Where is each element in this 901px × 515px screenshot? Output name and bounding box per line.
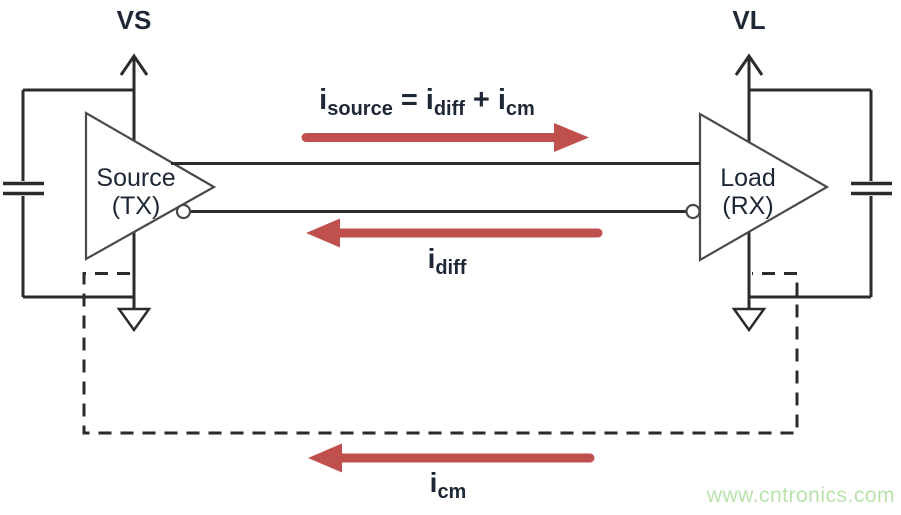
eq-equals-sign: = [400, 84, 418, 116]
source-block-label-line1: Source [96, 164, 176, 192]
icm-label: icm [348, 467, 548, 503]
source-ground-icon [116, 307, 152, 333]
eq-sub-cm: cm [505, 98, 535, 120]
vs-label: VS [116, 5, 152, 35]
source-block-label-line2: (TX) [111, 192, 161, 220]
load-block-label-line1: Load [720, 164, 776, 192]
source-block-label: Source (TX) [84, 164, 188, 220]
load-triangle [698, 112, 830, 262]
isource-equation-label: isource=idiff+icm [227, 84, 627, 120]
icm-label-sub: cm [437, 481, 467, 503]
vs-arrow-icon [119, 53, 149, 76]
idiff-label-sub: diff [435, 257, 467, 279]
eq-base-isource: i [319, 84, 328, 116]
load-block-label-line2: (RX) [722, 192, 774, 220]
idiff-arrow-head-icon [306, 218, 340, 248]
eq-base-idiff: i [425, 84, 434, 116]
idiff-label-base: i [427, 243, 436, 274]
eq-sub-source: source [327, 98, 393, 120]
eq-base-icm: i [497, 84, 506, 116]
load-block-label: Load (RX) [696, 164, 800, 220]
common-mode-dashed-path [82, 272, 799, 435]
load-ground-icon [731, 307, 767, 333]
watermark: www.cntronics.com [706, 484, 895, 507]
isource-arrow-head-icon [554, 123, 589, 152]
source-triangle [84, 111, 217, 261]
icm-arrow-head-icon [308, 443, 342, 473]
vl-arrow-icon [734, 53, 764, 76]
idiff-label: idiff [347, 243, 547, 279]
eq-plus-sign: + [472, 84, 490, 116]
icm-label-base: i [429, 467, 438, 498]
source-inverting-bubble-icon [175, 203, 192, 220]
vl-label: VL [732, 5, 766, 35]
eq-sub-diff: diff [433, 98, 465, 120]
load-inverting-bubble-icon [685, 203, 701, 220]
